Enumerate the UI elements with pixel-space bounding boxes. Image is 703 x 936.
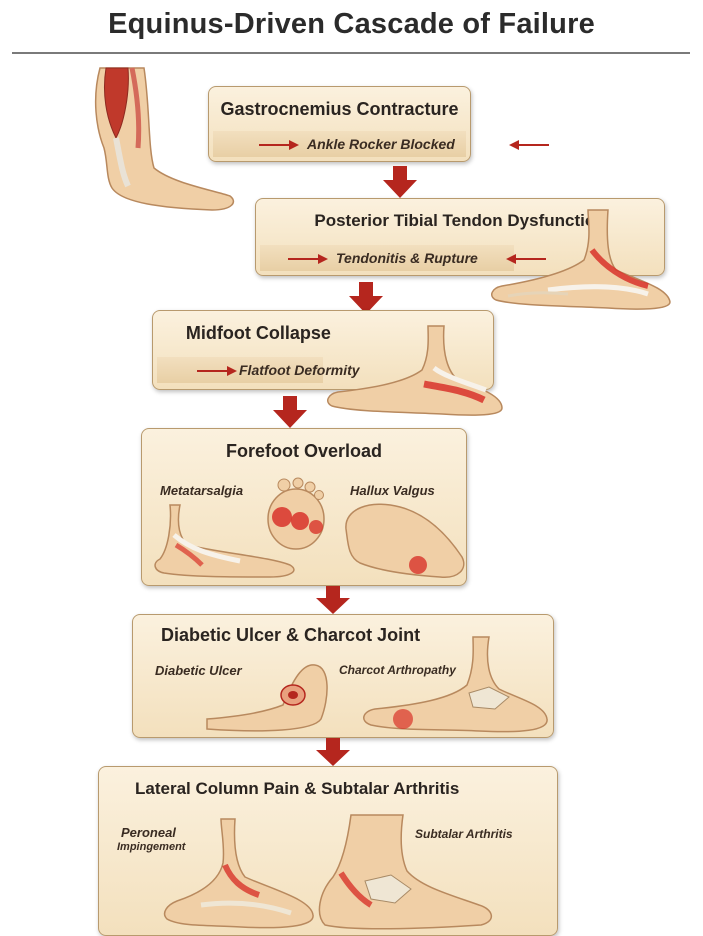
- down-arrow-icon: [273, 396, 307, 428]
- arrow-right-icon: [197, 365, 237, 377]
- foot-charcot-illustration: [359, 637, 553, 737]
- arrow-right-icon: [288, 253, 328, 265]
- down-arrow-icon: [316, 586, 350, 614]
- step-gastrocnemius-box: Gastrocnemius Contracture Ankle Rocker B…: [208, 86, 471, 162]
- metatarsalgia-label: Metatarsalgia: [160, 483, 243, 498]
- down-arrow-icon: [383, 166, 417, 198]
- hallux-valgus-label: Hallux Valgus: [350, 483, 435, 498]
- arrow-left-icon: [509, 139, 549, 151]
- down-arrow-icon: [316, 738, 350, 766]
- step-title: Lateral Column Pain & Subtalar Arthritis: [135, 779, 459, 799]
- foot-subtalar-illustration: [311, 815, 501, 933]
- step-forefoot-overload-box: Forefoot Overload Metatarsalgia Hallux V…: [141, 428, 467, 586]
- foot-peroneal-illustration: [161, 819, 321, 933]
- step-diabetic-charcot-box: Diabetic Ulcer & Charcot Joint Diabetic …: [132, 614, 554, 738]
- title-divider: [12, 52, 690, 54]
- step-subtitle: Ankle Rocker Blocked: [307, 136, 455, 152]
- step-lateral-column-box: Lateral Column Pain & Subtalar Arthritis…: [98, 766, 558, 936]
- foot-ptt-illustration: [488, 210, 678, 312]
- step-subtitle: Tendonitis & Rupture: [336, 250, 478, 266]
- foot-ulcer-illustration: [203, 659, 333, 733]
- arrow-right-icon: [259, 139, 299, 151]
- step-title: Forefoot Overload: [142, 441, 466, 462]
- foot-flatfoot-illustration: [324, 326, 510, 418]
- step-title: Gastrocnemius Contracture: [209, 99, 470, 120]
- foot-hallux-valgus-illustration: [340, 499, 468, 585]
- foot-sole-illustration: [260, 477, 330, 549]
- page-title: Equinus-Driven Cascade of Failure: [0, 8, 703, 41]
